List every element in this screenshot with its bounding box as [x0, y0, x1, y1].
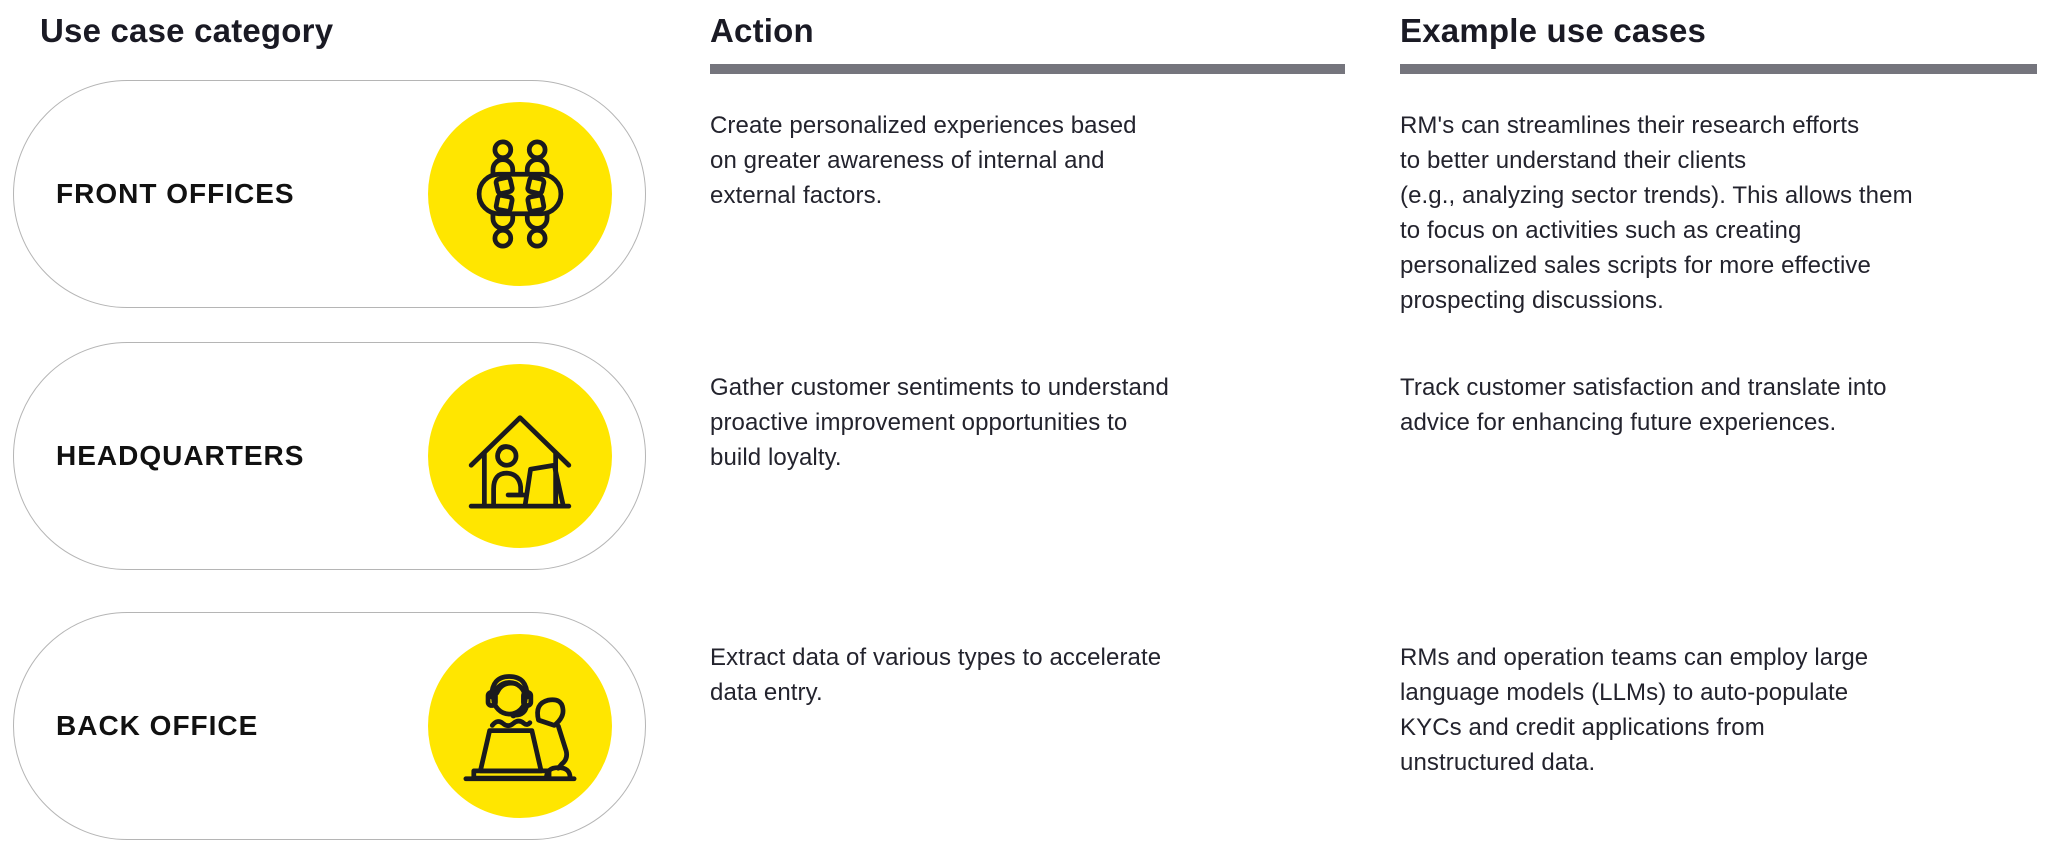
example-text: RMs and operation teams can employ large… — [1400, 644, 1869, 776]
action-text: Gather customer sentiments to understand… — [710, 374, 1169, 471]
header-rule-examples — [1400, 64, 2037, 74]
category-pill-back-office: BACK OFFICE — [13, 612, 646, 840]
column-header-examples: Example use cases — [1400, 12, 1707, 49]
category-label: HEADQUARTERS — [56, 440, 305, 471]
support-agent-icon — [463, 674, 577, 782]
column-header-action: Action — [710, 12, 814, 49]
action-text: Create personalized experiences based on… — [710, 112, 1137, 209]
action-text: Extract data of various types to acceler… — [710, 644, 1162, 706]
meeting-table-icon — [476, 139, 564, 249]
category-pill-headquarters: HEADQUARTERS — [13, 342, 646, 570]
icon-badge — [428, 102, 612, 286]
category-label: BACK OFFICE — [56, 710, 259, 741]
category-label: FRONT OFFICES — [56, 178, 295, 209]
column-header-category: Use case category — [40, 12, 334, 49]
example-text: Track customer satisfaction and translat… — [1400, 374, 1887, 436]
icon-badge — [428, 364, 612, 548]
icon-badge — [428, 634, 612, 818]
home-office-icon — [468, 415, 572, 509]
example-text: RM's can streamlines their research effo… — [1400, 112, 1913, 314]
header-rule-action — [710, 64, 1345, 74]
category-pill-front-offices: FRONT OFFICES — [13, 80, 646, 308]
